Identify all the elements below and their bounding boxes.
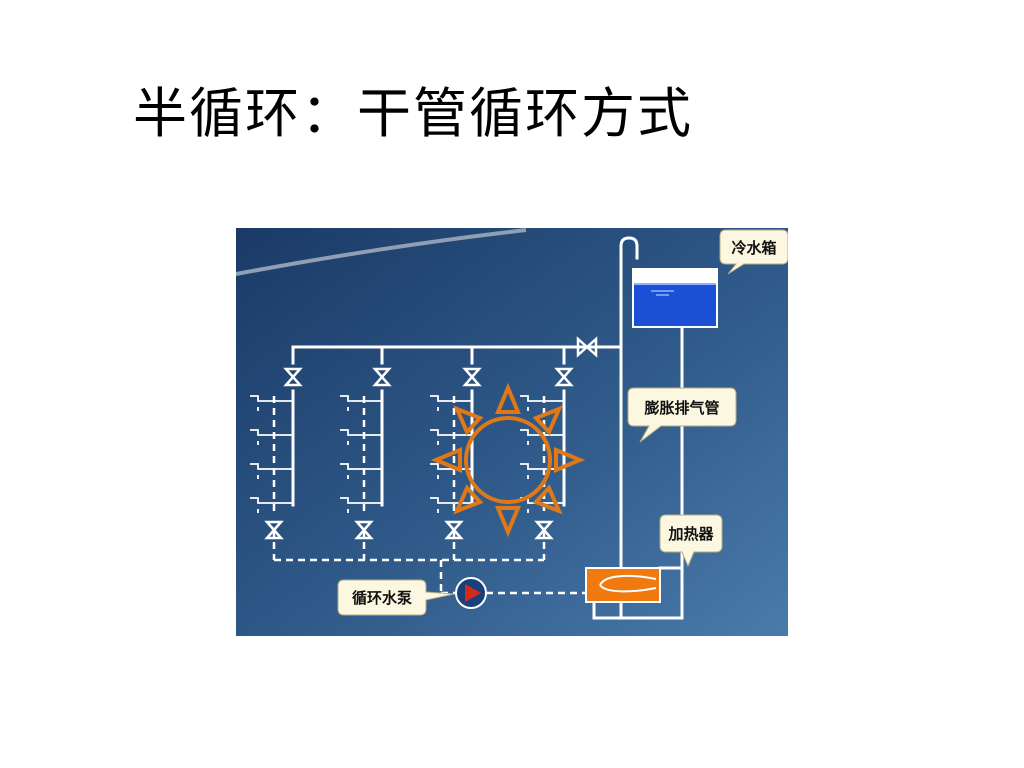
pump-callout: 循环水泵 xyxy=(337,579,455,616)
riser-valves xyxy=(283,367,574,387)
decorative-arc xyxy=(236,228,527,276)
return-valves xyxy=(264,520,554,540)
hot-water-system-diagram: 冷水箱 膨胀排气管 加热器 循环水泵 xyxy=(236,228,788,636)
sun-icon xyxy=(430,382,586,538)
pump-label: 循环水泵 xyxy=(352,589,412,607)
heater xyxy=(585,567,661,603)
page-title: 半循环：干管循环方式 xyxy=(133,82,693,145)
circulation-pump-icon xyxy=(455,577,487,609)
cold-water-tank xyxy=(632,268,718,328)
main-supply-valve xyxy=(576,336,598,358)
vent-pipe-label: 膨胀排气管 xyxy=(644,399,719,417)
supply-pipes xyxy=(291,236,684,620)
heater-callout: 加热器 xyxy=(659,514,723,568)
water-taps xyxy=(250,395,564,513)
cold-tank-label: 冷水箱 xyxy=(731,239,776,257)
heater-label: 加热器 xyxy=(667,525,714,543)
cold-tank-callout: 冷水箱 xyxy=(719,229,788,275)
vent-pipe-callout: 膨胀排气管 xyxy=(627,387,737,443)
